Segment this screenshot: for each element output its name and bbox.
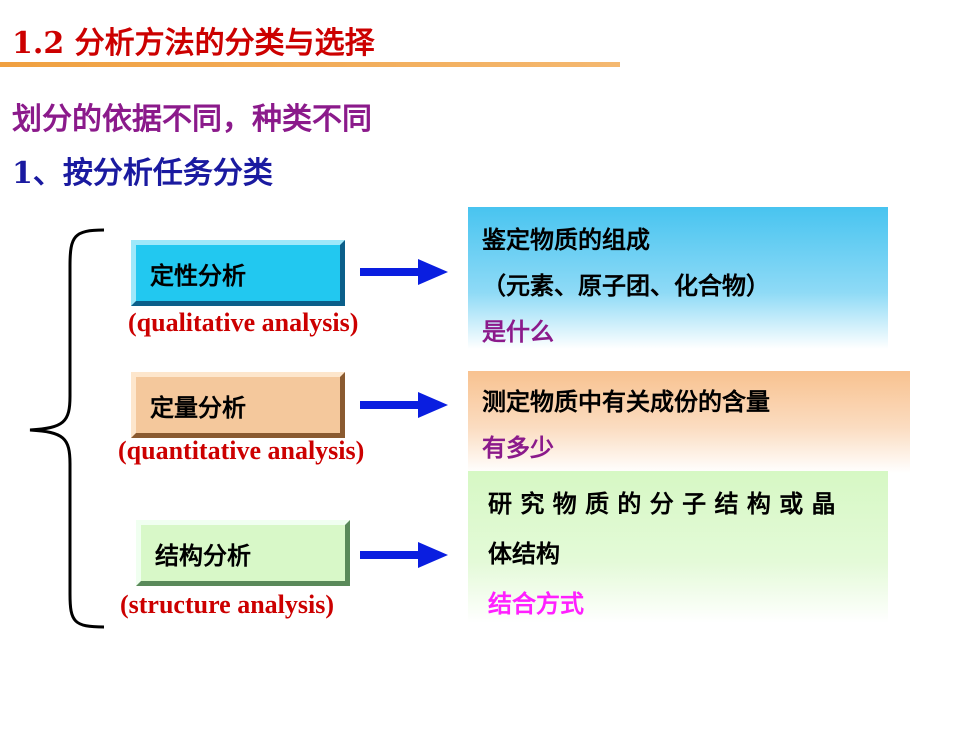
right-arrow-icon bbox=[360, 542, 448, 568]
structure-description-panel: 研 究 物 质 的 分 子 结 构 或 晶 体结构 结合方式 bbox=[468, 471, 888, 623]
right-arrow-icon bbox=[360, 259, 448, 285]
qualitative-analysis-label: 定性分析 bbox=[150, 260, 246, 290]
subtitle: 划分的依据不同，种类不同 bbox=[12, 102, 372, 137]
page-title: 1.2 分析方法的分类与选择 bbox=[12, 26, 375, 61]
right-arrow-icon bbox=[360, 392, 448, 418]
qualitative-analysis-box: 定性分析 bbox=[131, 240, 345, 306]
qualitative-description-panel: 鉴定物质的组成 （元素、原子团、化合物） 是什么 bbox=[468, 207, 888, 349]
left-curly-brace-icon bbox=[29, 228, 105, 629]
description-highlight: 是什么 bbox=[482, 317, 554, 346]
quantitative-analysis-label: 定量分析 bbox=[150, 392, 246, 422]
description-line: （元素、原子团、化合物） bbox=[482, 271, 770, 300]
description-highlight: 结合方式 bbox=[488, 589, 584, 618]
section-heading: 1、按分析任务分类 bbox=[12, 156, 273, 191]
structure-analysis-label: 结构分析 bbox=[155, 540, 251, 570]
qualitative-analysis-english: (qualitative analysis) bbox=[128, 308, 359, 337]
description-line: 体结构 bbox=[488, 539, 560, 568]
structure-analysis-box: 结构分析 bbox=[136, 520, 350, 586]
structure-analysis-english: (structure analysis) bbox=[120, 590, 335, 619]
description-line: 研 究 物 质 的 分 子 结 构 或 晶 bbox=[488, 489, 836, 518]
description-highlight: 有多少 bbox=[482, 433, 554, 462]
title-underline bbox=[0, 62, 620, 67]
quantitative-analysis-english: (quantitative analysis) bbox=[118, 436, 365, 465]
quantitative-description-panel: 测定物质中有关成份的含量 有多少 bbox=[468, 371, 910, 473]
description-line: 鉴定物质的组成 bbox=[482, 225, 650, 254]
description-line: 测定物质中有关成份的含量 bbox=[482, 387, 770, 416]
quantitative-analysis-box: 定量分析 bbox=[131, 372, 345, 438]
